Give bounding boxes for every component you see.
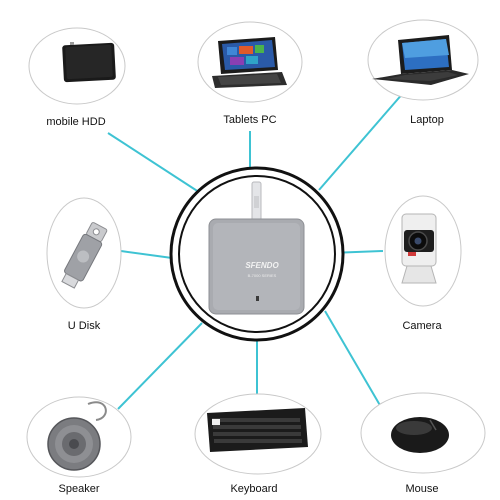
connector-laptop [318,91,405,191]
external-hard-drive-icon [62,42,116,83]
hub-status-led [256,296,259,301]
connector-hdd [107,132,206,197]
usb-flash-drive-icon [61,222,108,289]
speaker-icon [47,401,107,471]
camera-icon [401,213,437,284]
connector-mouse [324,310,382,408]
label-laptop: Laptop [410,114,444,126]
hub-brand: SFENDO [245,261,279,270]
connector-lines [107,91,405,410]
laptop-icon [372,35,469,85]
label-tablets-pc: Tablets PC [223,114,277,126]
label-mouse: Mouse [405,483,439,495]
label-keyboard: Keyboard [230,483,278,495]
connector-speaker [117,322,203,410]
label-camera: Camera [402,320,442,332]
connector-udisk [120,250,173,259]
label-speaker: Speaker [58,483,100,495]
label-u-disk: U Disk [67,320,101,332]
hub-face-shade [213,223,300,310]
keyboard-icon [207,408,308,452]
hub-model: B-7000 SERIES [248,273,277,278]
mouse-icon [391,417,449,453]
label-mobile-hdd: mobile HDD [46,116,106,128]
hub: SFENDO B-7000 SERIES [169,166,345,342]
tablet-icon [212,37,287,88]
hub-cable-tip [254,196,259,208]
